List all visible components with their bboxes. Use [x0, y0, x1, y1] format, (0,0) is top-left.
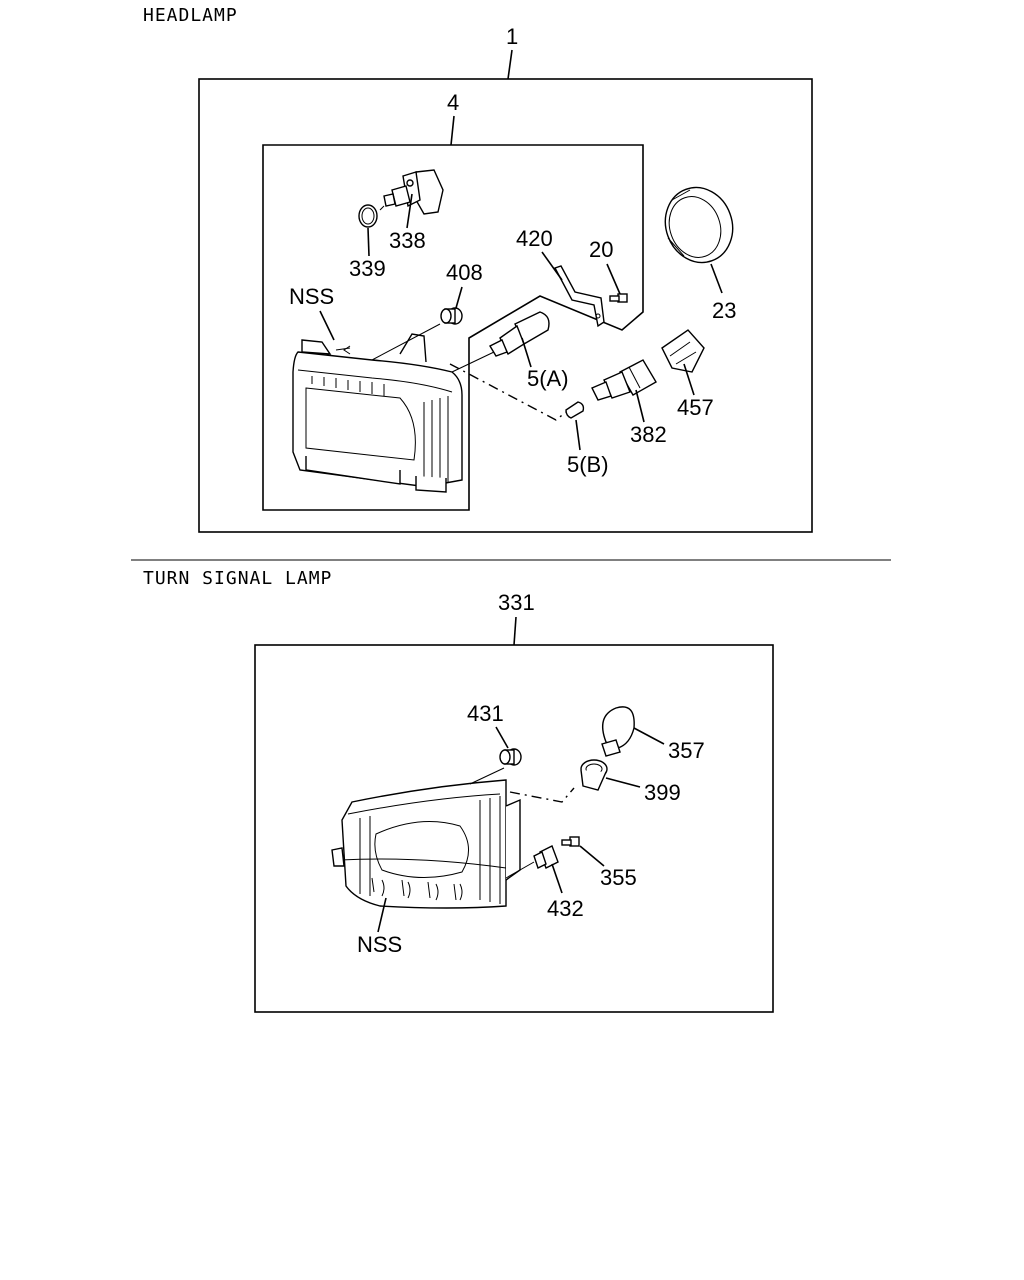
- callout-331: 331: [498, 590, 535, 615]
- callout-431: 431: [467, 701, 504, 726]
- part-5a-bulb: [489, 311, 550, 357]
- leader-457: [683, 363, 695, 396]
- subassembly-4-box: [262, 144, 644, 511]
- leader-339: [367, 227, 370, 257]
- part-355-screw: [561, 836, 580, 847]
- part-357-bulb: [601, 706, 635, 757]
- callout-432: 432: [547, 896, 584, 921]
- callout-20: 20: [589, 237, 613, 262]
- headlamp-unit: [292, 333, 463, 493]
- callout-408: 408: [446, 260, 483, 285]
- assembly-331-box: [254, 644, 774, 1013]
- leader-357: [633, 727, 665, 745]
- leader-20: [606, 263, 621, 295]
- part-431-grommet: [499, 748, 522, 766]
- callout-nss-turn: NSS: [357, 932, 402, 957]
- callout-23: 23: [712, 298, 736, 323]
- part-20-screw: [609, 293, 628, 303]
- leader-4: [450, 115, 455, 146]
- part-399-socket: [580, 759, 608, 791]
- leader-382: [635, 389, 645, 423]
- callout-457: 457: [677, 395, 714, 420]
- part-23-cap: [664, 186, 734, 264]
- turn-signal-section: TURN SIGNAL LAMP 331 431 357 399: [143, 568, 774, 1013]
- callout-339: 339: [349, 256, 386, 281]
- link-5b: [449, 363, 567, 421]
- leader-1: [507, 49, 513, 80]
- leader-355: [579, 845, 605, 867]
- callout-5b: 5(B): [567, 452, 609, 477]
- headlamp-title: HEADLAMP: [143, 5, 238, 26]
- link-grommet: [371, 323, 441, 361]
- leader-5b: [575, 419, 581, 451]
- turn-signal-unit: [331, 779, 521, 909]
- leader-nss-headlamp: [319, 310, 335, 341]
- leader-399: [605, 777, 641, 788]
- callout-382: 382: [630, 422, 667, 447]
- callout-399: 399: [644, 780, 681, 805]
- link-431: [469, 767, 505, 785]
- leader-408: [455, 286, 463, 309]
- part-338-socket: [379, 169, 444, 215]
- callout-5a: 5(A): [527, 366, 569, 391]
- callout-355: 355: [600, 865, 637, 890]
- assembly-1-box: [198, 78, 813, 533]
- link-socket: [509, 787, 575, 803]
- part-457-connector: [661, 329, 705, 373]
- link-432: [505, 861, 535, 879]
- headlamp-section: HEADLAMP 1 4 338 339 408: [143, 5, 813, 533]
- leader-338: [406, 193, 413, 229]
- leader-23: [710, 263, 723, 294]
- leader-420: [541, 251, 563, 281]
- part-420-bracket: [553, 265, 605, 328]
- leader-5a: [521, 337, 532, 368]
- turn-signal-title: TURN SIGNAL LAMP: [143, 568, 332, 589]
- callout-420: 420: [516, 226, 553, 251]
- leader-nss-turn: [377, 897, 387, 933]
- callout-338: 338: [389, 228, 426, 253]
- part-408-grommet: [440, 307, 463, 325]
- link-bulb: [451, 351, 495, 373]
- callout-4: 4: [447, 90, 459, 115]
- callout-357: 357: [668, 738, 705, 763]
- leader-431: [495, 726, 509, 749]
- callout-nss-headlamp: NSS: [289, 284, 334, 309]
- part-432-connector: [533, 845, 559, 869]
- part-382-socket: [591, 359, 657, 401]
- leader-432: [551, 863, 563, 894]
- part-5b-bulb: [565, 401, 585, 419]
- callout-1: 1: [506, 24, 518, 49]
- leader-331: [513, 616, 517, 646]
